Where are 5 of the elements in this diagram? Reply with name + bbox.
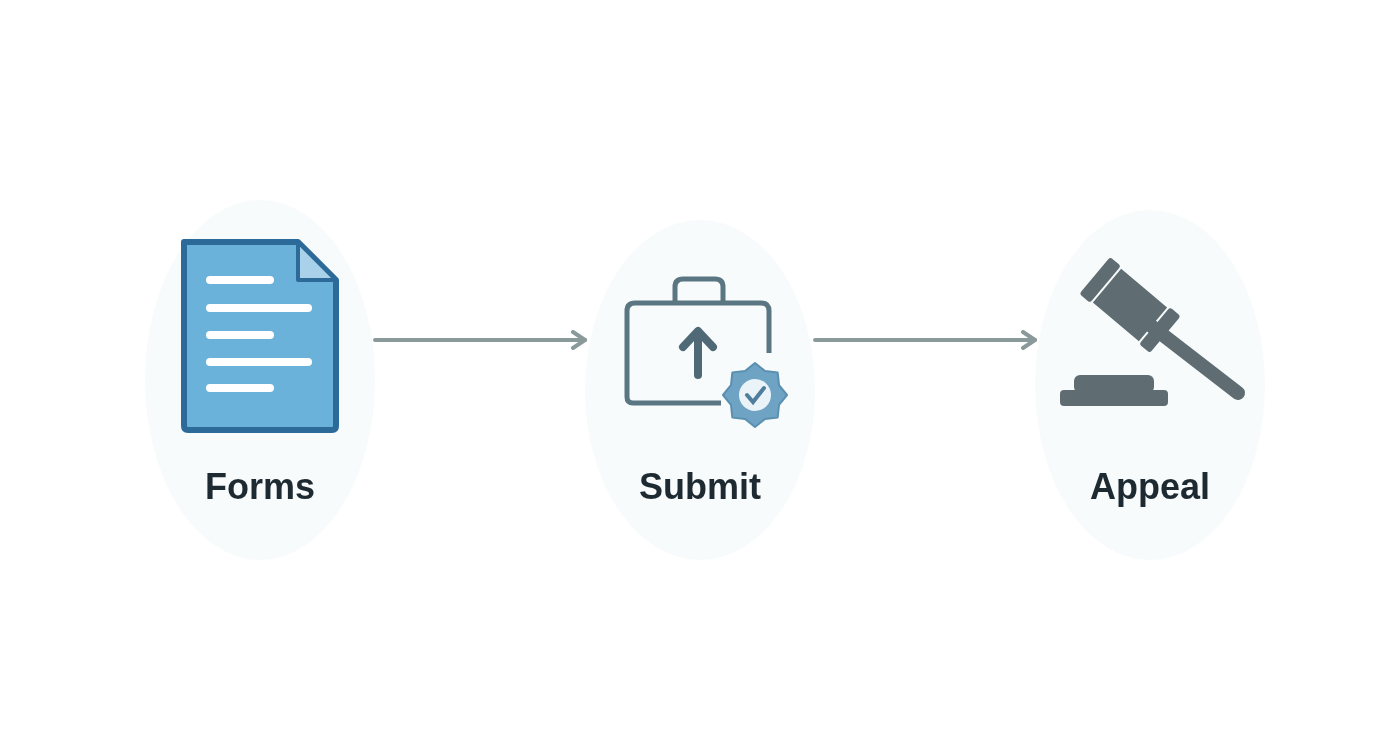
step-label: Forms — [204, 466, 316, 508]
step-label: Appeal — [1089, 466, 1211, 508]
arrow — [813, 330, 1037, 350]
arrow — [373, 330, 587, 350]
step-label: Submit — [638, 466, 762, 508]
